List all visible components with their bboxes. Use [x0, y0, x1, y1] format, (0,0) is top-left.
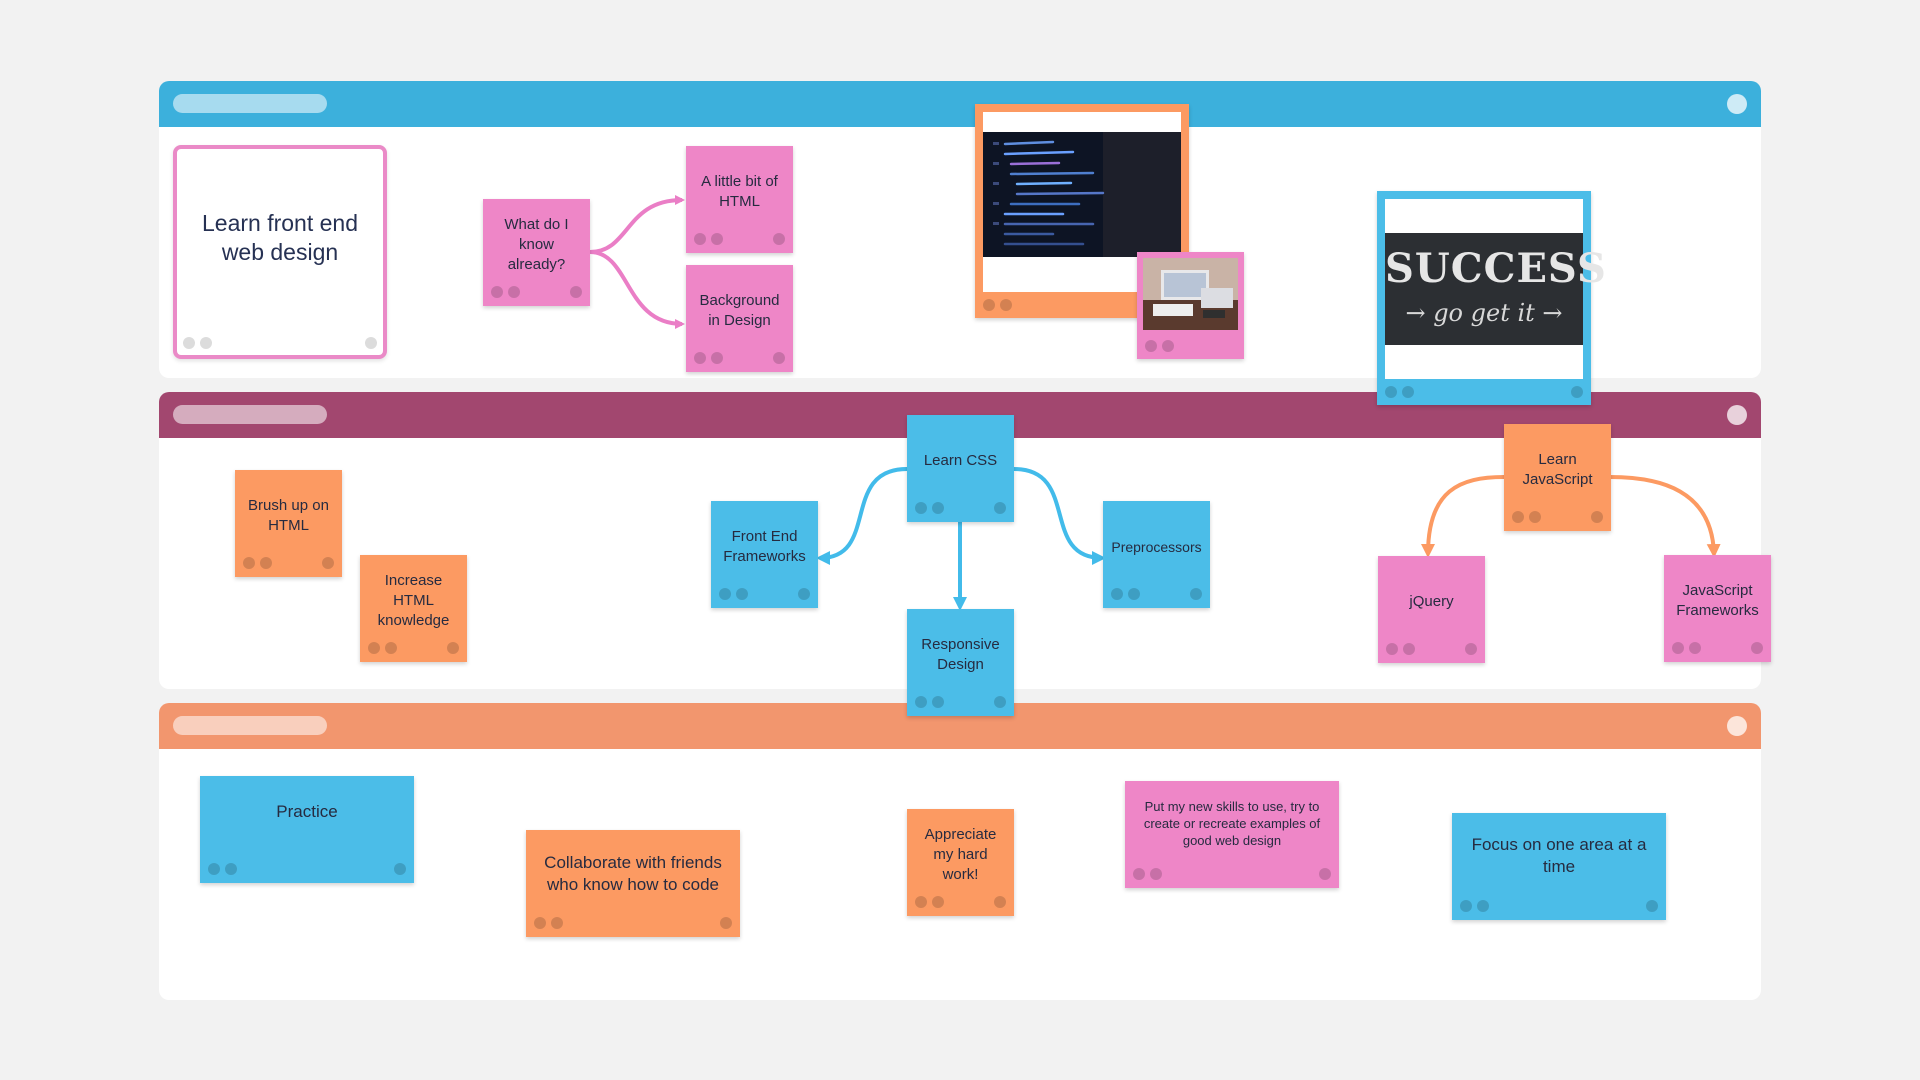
desk-image — [1143, 258, 1238, 330]
note-focus[interactable]: Focus on one area at a time — [1452, 813, 1666, 920]
lane-3-menu-dot[interactable] — [1727, 716, 1747, 736]
note-text: Front End Frameworks — [723, 527, 806, 565]
lane-1-menu-dot[interactable] — [1727, 94, 1747, 114]
lane-2-title-placeholder[interactable] — [173, 405, 327, 424]
note-text: Practice — [276, 801, 338, 821]
note-put-skills[interactable]: Put my new skills to use, try to create … — [1125, 781, 1339, 888]
note-text: jQuery — [1409, 592, 1454, 610]
note-learn-css[interactable]: Learn CSS — [907, 415, 1014, 522]
note-increase-html[interactable]: Increase HTML knowledge — [360, 555, 467, 662]
title-card[interactable]: Learn front end web design — [173, 145, 387, 359]
card-dots — [183, 337, 212, 349]
note-practice[interactable]: Practice — [200, 776, 414, 883]
note-responsive-design[interactable]: Responsive Design — [907, 609, 1014, 716]
note-javascript-frameworks[interactable]: JavaScript Frameworks — [1664, 555, 1771, 662]
note-background-design[interactable]: Background in Design — [686, 265, 793, 372]
note-jquery[interactable]: jQuery — [1378, 556, 1485, 663]
lane-1-header[interactable] — [159, 81, 1761, 127]
chalkboard-subtext-words: go get it — [1433, 299, 1535, 327]
chalkboard-subtext: → go get it → — [1405, 299, 1563, 327]
note-front-end-frameworks[interactable]: Front End Frameworks — [711, 501, 818, 608]
note-text: What do I know already? — [504, 215, 569, 273]
note-text: Learn JavaScript — [1522, 450, 1593, 488]
title-card-text: Learn front end web design — [201, 210, 358, 265]
lane-3-title-placeholder[interactable] — [173, 716, 327, 735]
note-text: Learn CSS — [923, 451, 998, 469]
note-text: Appreciate my hard work! — [924, 825, 997, 883]
note-collaborate[interactable]: Collaborate with friends who know how to… — [526, 830, 740, 937]
note-text: Preprocessors — [1111, 538, 1202, 555]
photo-success-chalkboard[interactable]: SUCCESS → go get it → — [1377, 191, 1607, 405]
note-text: Increase HTML knowledge — [377, 571, 450, 629]
note-what-do-i-know[interactable]: What do I know already? — [483, 199, 590, 306]
note-appreciate[interactable]: Appreciate my hard work! — [907, 809, 1014, 916]
note-text: A little bit of HTML — [701, 172, 778, 210]
photo-desk-laptop[interactable] — [1137, 252, 1244, 359]
note-brush-up-html[interactable]: Brush up on HTML — [235, 470, 342, 577]
chalkboard-image: SUCCESS → go get it → — [1385, 233, 1607, 345]
note-html-bit[interactable]: A little bit of HTML — [686, 146, 793, 253]
note-learn-javascript[interactable]: Learn JavaScript — [1504, 424, 1611, 531]
chalkboard-success-text: SUCCESS — [1385, 245, 1607, 292]
note-text: Collaborate with friends who know how to… — [544, 852, 722, 894]
lane-2-menu-dot[interactable] — [1727, 405, 1747, 425]
note-text: Brush up on HTML — [248, 496, 329, 534]
note-preprocessors[interactable]: Preprocessors — [1103, 501, 1210, 608]
note-text: Put my new skills to use, try to create … — [1143, 799, 1321, 848]
note-text: Responsive Design — [921, 635, 1000, 673]
note-text: JavaScript Frameworks — [1676, 581, 1759, 619]
code-monitor-image — [983, 132, 1181, 257]
note-text: Focus on one area at a time — [1471, 834, 1647, 876]
card-dot-right — [365, 337, 377, 349]
note-text: Background in Design — [699, 291, 780, 329]
lane-1-title-placeholder[interactable] — [173, 94, 327, 113]
